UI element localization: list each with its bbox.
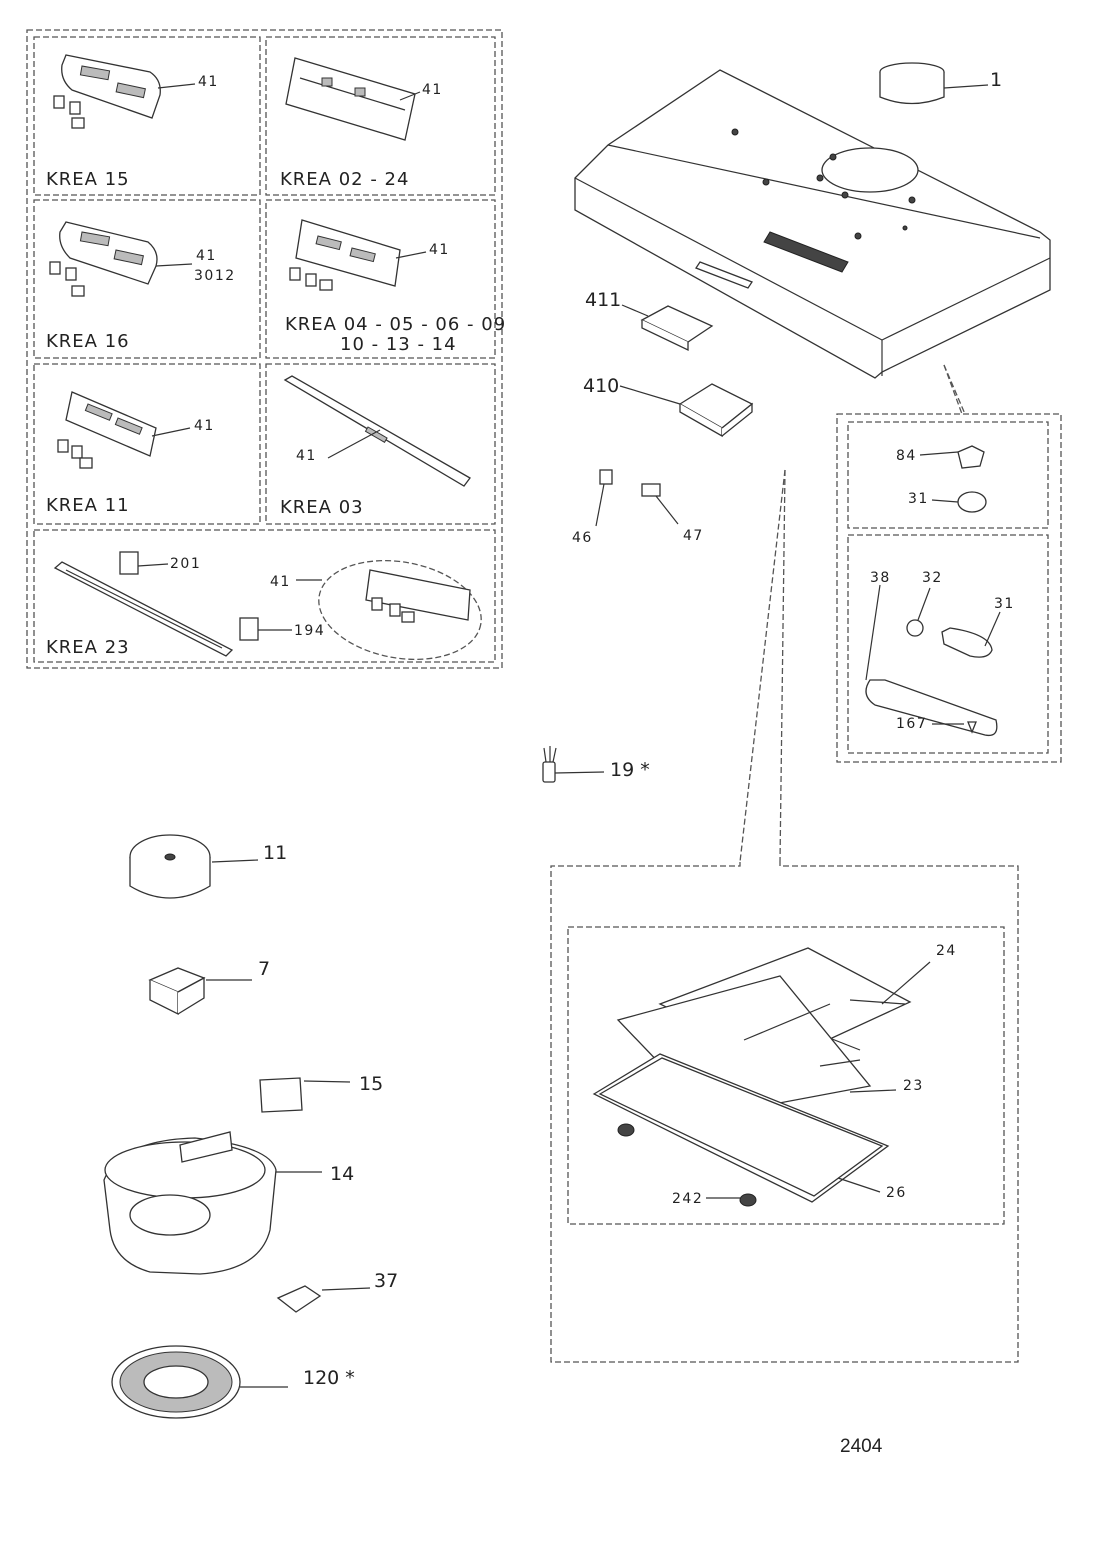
model-label-krea11: KREA 11 (46, 495, 130, 516)
callout-41-krea15: 41 (198, 74, 219, 90)
callout-41-krea03: 41 (296, 448, 317, 464)
part-410: 410 (583, 375, 754, 438)
callout-1: 1 (990, 69, 1002, 91)
callout-19: 19 * (610, 759, 650, 781)
callout-31b: 31 (994, 596, 1015, 612)
part-120-charcoal-filter: 120 * (111, 1345, 355, 1419)
part-14-blower-housing: 14 (103, 1131, 354, 1275)
hood-body (574, 69, 1051, 379)
panel-krea04: 41 KREA 04 - 05 - 06 - 09 10 - 13 - 14 (265, 199, 506, 359)
callout-26: 26 (886, 1185, 907, 1201)
callout-242: 242 (672, 1191, 703, 1207)
panel-krea16: 41 3012 KREA 16 (33, 199, 261, 359)
callout-41-krea0224: 41 (422, 82, 443, 98)
panel-krea0224: 41 KREA 02 - 24 (265, 36, 496, 196)
model-label-krea23: KREA 23 (46, 637, 130, 658)
callout-31a: 31 (908, 491, 929, 507)
callout-41-krea16: 41 (196, 248, 217, 264)
part-411: 411 (585, 289, 714, 352)
part-47-switch: 47 (641, 483, 704, 544)
panel-krea11: 41 KREA 11 (33, 363, 261, 525)
part-15-cable-clip: 15 (259, 1073, 383, 1113)
callout-15: 15 (359, 1073, 383, 1095)
callout-41-krea04: 41 (429, 242, 450, 258)
callout-24: 24 (936, 943, 957, 959)
callout-7: 7 (258, 958, 270, 980)
callout-32: 32 (922, 570, 943, 586)
filter-assembly: 24 23 26 242 (550, 469, 1019, 1363)
callout-23: 23 (903, 1078, 924, 1094)
part-7-speed-switch: 7 (148, 958, 270, 1016)
part-19-capacitor: 19 * (542, 746, 650, 783)
callout-47: 47 (683, 528, 704, 544)
callout-11: 11 (263, 842, 287, 864)
callout-14: 14 (330, 1163, 354, 1185)
part-11-fan-wheel: 11 (129, 834, 287, 899)
callout-194-krea23: 194 (294, 623, 325, 639)
callout-84: 84 (896, 448, 917, 464)
panel-krea23: 201 194 41 KREA 23 (33, 529, 496, 663)
callout-41-krea23: 41 (270, 574, 291, 590)
callout-38: 38 (870, 570, 891, 586)
drawing-number: 2404 (840, 1436, 883, 1457)
model-label-krea0224: KREA 02 - 24 (280, 169, 409, 190)
callout-41-krea11: 41 (194, 418, 215, 434)
callout-411: 411 (585, 289, 621, 311)
model-label-krea16: KREA 16 (46, 331, 130, 352)
model-label-krea15: KREA 15 (46, 169, 130, 190)
callout-46: 46 (572, 530, 593, 546)
callout-120: 120 * (303, 1367, 355, 1389)
callout-3012-krea16: 3012 (194, 268, 236, 284)
model-label-krea03: KREA 03 (280, 497, 364, 518)
callout-201-krea23: 201 (170, 556, 201, 572)
panel-krea15: 41 KREA 15 (33, 36, 261, 196)
callout-410: 410 (583, 375, 619, 397)
model-label-krea04: KREA 04 - 05 - 06 - 09 (285, 314, 506, 335)
part-1-duct-collar: 1 (879, 62, 1002, 105)
callout-37: 37 (374, 1270, 398, 1292)
model-label-krea04-line2: 10 - 13 - 14 (340, 334, 457, 355)
callout-167: 167 (896, 716, 927, 732)
lighting-subassembly: 84 31 38 32 31 167 (836, 364, 1062, 763)
control-panel-variants: 41 KREA 15 41 KREA 02 - 24 41 3012 (26, 29, 506, 669)
part-46-switch: 46 (572, 469, 613, 546)
part-37-bracket: 37 (276, 1270, 398, 1313)
panel-krea03: 41 KREA 03 (265, 363, 496, 525)
